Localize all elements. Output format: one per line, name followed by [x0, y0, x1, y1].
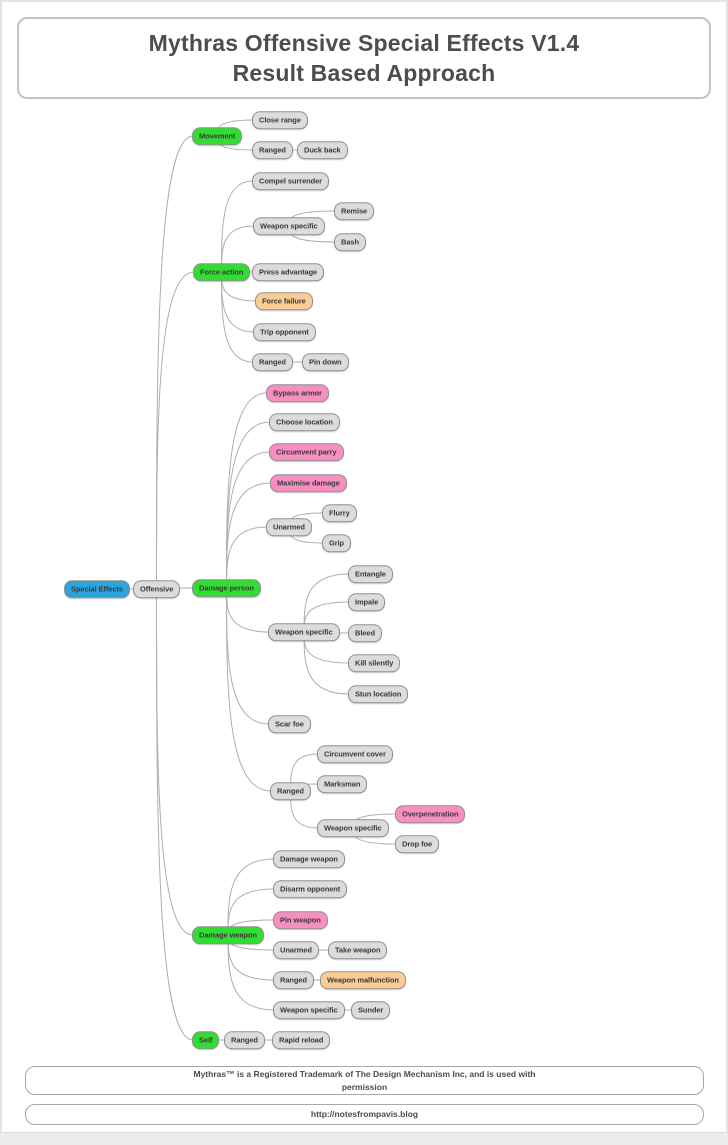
mindmap-node-pin-weapon: Pin weapon	[273, 911, 328, 929]
mindmap-node-entangle: Entangle	[348, 565, 393, 583]
mindmap-node-offensive: Offensive	[133, 580, 181, 598]
mindmap-node-ranged-person: Ranged	[270, 782, 311, 800]
mindmap-node-circumvent-parry: Circumvent parry	[269, 443, 344, 461]
mindmap-node-damage-person: Damage person	[192, 579, 261, 597]
edge-damage-person-to-scar-foe	[226, 587, 270, 725]
mindmap-node-close-range: Close range	[252, 111, 308, 129]
mindmap-node-impale: Impale	[348, 593, 386, 611]
mindmap-node-scar-foe: Scar foe	[268, 715, 311, 733]
mindmap-node-weapon-specific-person: Weapon specific	[268, 623, 340, 641]
mindmap-node-movement: Movement	[192, 127, 243, 145]
mindmap-node-bash: Bash	[334, 233, 366, 251]
mindmap-node-take-weapon: Take weapon	[328, 941, 388, 959]
edge-weapon-specific-person-to-stun-location	[303, 631, 350, 695]
mindmap-node-drop-foe: Drop foe	[395, 835, 440, 853]
mindmap-node-weapon-specific-ranged: Weapon specific	[317, 819, 389, 837]
mindmap-node-bleed: Bleed	[348, 624, 382, 642]
page-title-line2: Result Based Approach	[232, 59, 496, 86]
mindmap-node-flurry: Flurry	[322, 504, 357, 522]
mindmap-node-marksman: Marksman	[317, 775, 368, 793]
mindmap-node-circumvent-cover: Circumvent cover	[317, 745, 393, 763]
edge-offensive-to-force-action	[156, 271, 195, 590]
edge-offensive-to-self	[156, 588, 194, 1041]
mindmap-node-ranged-force: Ranged	[252, 353, 293, 371]
mindmap-node-compel-surrender: Compel surrender	[252, 172, 329, 190]
edge-damage-person-to-ranged-person	[226, 587, 272, 792]
mindmap-node-ranged-movement: Ranged	[252, 141, 293, 159]
mindmap-node-grip: Grip	[322, 534, 352, 552]
edge-damage-weapon-to-weapon-specific-weapon	[227, 934, 275, 1011]
mindmap-node-duck-back: Duck back	[297, 141, 348, 159]
mindmap-node-ranged-self: Ranged	[224, 1031, 265, 1049]
mindmap-node-force-failure: Force failure	[255, 292, 313, 310]
trademark-box: Mythras™ is a Registered Trademark of Th…	[25, 1066, 704, 1095]
mindmap-node-damage-weapon-child: Damage weapon	[273, 850, 345, 868]
mindmap-node-stun-location: Stun location	[348, 685, 409, 703]
edge-offensive-to-damage-weapon	[156, 588, 194, 936]
mindmap-node-bypass-armor: Bypass armor	[266, 384, 329, 402]
mindmap-node-remise: Remise	[334, 202, 375, 220]
page-bottom-margin	[0, 1132, 728, 1145]
edge-force-action-to-trip-opponent	[221, 271, 255, 333]
page-title-line1: Mythras Offensive Special Effects V1.4	[148, 29, 580, 56]
mindmap-node-special-effects: Special Effects	[64, 580, 130, 598]
mindmap-node-weapon-specific-weapon: Weapon specific	[273, 1001, 345, 1019]
edge-damage-person-to-unarmed-person	[226, 526, 268, 589]
blog-url-text: http://notesfrompavis.blog	[310, 1109, 419, 1120]
url-box: http://notesfrompavis.blog	[25, 1104, 704, 1125]
edge-damage-person-to-maximise-damage	[226, 482, 272, 589]
mindmap-node-maximise-damage: Maximise damage	[270, 474, 347, 492]
edge-force-action-to-ranged-force	[221, 271, 254, 363]
mindmap-node-weapon-malfunction: Weapon malfunction	[320, 971, 406, 989]
mindmap-node-kill-silently: Kill silently	[348, 654, 401, 672]
mindmap-node-trip-opponent: Trip opponent	[253, 323, 316, 341]
title-box: Mythras Offensive Special Effects V1.4 R…	[17, 17, 711, 99]
mindmap-node-press-advantage: Press advantage	[252, 263, 325, 281]
mindmap-node-damage-weapon: Damage weapon	[192, 926, 264, 944]
mindmap-node-unarmed-person: Unarmed	[266, 518, 312, 536]
edge-damage-person-to-circumvent-parry	[226, 451, 271, 589]
mindmap-node-pin-down: Pin down	[302, 353, 349, 371]
mindmap-node-weapon-specific-force: Weapon specific	[253, 217, 325, 235]
mindmap-node-self: Self	[192, 1031, 220, 1049]
mindmap-node-sunder: Sunder	[351, 1001, 391, 1019]
mindmap-node-force-action: Force action	[193, 263, 251, 281]
mindmap-node-ranged-weapon: Ranged	[273, 971, 314, 989]
edge-damage-weapon-to-damage-weapon-child	[227, 858, 275, 936]
mindmap-node-disarm-opponent: Disarm opponent	[273, 880, 348, 898]
mindmap-node-rapid-reload: Rapid reload	[272, 1031, 331, 1049]
mindmap-node-unarmed-weapon: Unarmed	[273, 941, 319, 959]
trademark-text: Mythras™ is a Registered Trademark of Th…	[193, 1068, 536, 1092]
mindmap-node-overpenetration: Overpenetration	[395, 805, 466, 823]
mindmap-node-choose-location: Choose location	[269, 413, 340, 431]
